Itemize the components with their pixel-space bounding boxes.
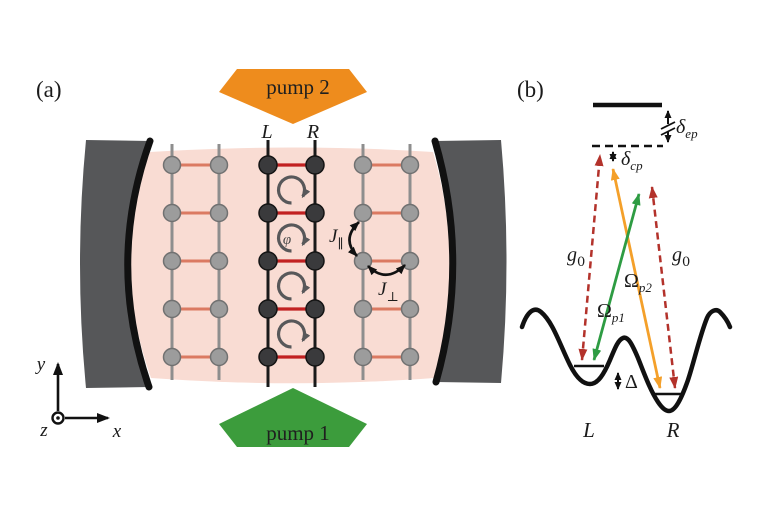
leg-label-right: R (306, 121, 319, 143)
j-parallel-label: J∥ (329, 226, 343, 252)
axis-label-x: x (112, 421, 122, 442)
break-slash-icon (660, 127, 676, 136)
omega-p1-arrow (592, 193, 641, 361)
rotation-arrow-icon (276, 175, 311, 205)
lattice-sites (258, 155, 325, 367)
rotation-arrow-icon (276, 271, 311, 301)
pump1: pump 1 (219, 388, 367, 447)
rotation-arrow-icon (276, 319, 311, 349)
right-mirror-coating (431, 137, 457, 386)
lattice-sites (162, 155, 229, 367)
rotation-arrow-icon (276, 223, 311, 253)
lattice-ladder-center (258, 140, 325, 387)
pump1-arrow-icon (219, 388, 367, 447)
leg-label-left: L (260, 121, 272, 143)
g0-right-label: g0 (672, 244, 690, 270)
cavity-mode-region (130, 147, 450, 384)
break-slash-icon (660, 121, 676, 130)
pump2: pump 2 (219, 69, 367, 124)
lattice-ladder-left (162, 144, 229, 380)
well-label-left: L (582, 418, 595, 442)
pump2-label: pump 2 (266, 75, 330, 99)
j-perp-label: J⊥ (378, 279, 399, 305)
panel-b-label: (b) (517, 77, 544, 102)
delta-ep-arrow (660, 110, 676, 143)
left-mirror (80, 137, 154, 391)
omega-p2-label: Ωp2 (624, 270, 652, 295)
flux-rotation-arrows (276, 175, 311, 349)
delta-label: Δ (625, 371, 638, 393)
pump2-arrow-icon (219, 69, 367, 124)
panel-b: (b) δep δcp g0 g0 Ωp1 Ωp2 Δ (517, 77, 733, 442)
j-parallel-arrow-icon (347, 221, 360, 257)
left-mirror-coating (124, 137, 154, 391)
coordinate-axes: y x z (35, 354, 122, 442)
right-mirror (431, 137, 507, 386)
panel-a: φ J∥ J⊥ pump 2 pump 1 L R (35, 69, 507, 447)
phase-label: φ (283, 232, 291, 248)
well-label-right: R (666, 418, 680, 442)
pump1-label: pump 1 (266, 421, 330, 445)
j-perp-arrow-icon (367, 264, 406, 277)
lattice-ladder-right (353, 144, 420, 380)
omega-p1-label: Ωp1 (597, 300, 625, 325)
panel-a-label: (a) (36, 77, 62, 102)
z-axis-dot-icon (56, 416, 60, 420)
axis-label-y: y (35, 354, 46, 375)
right-mirror-body (435, 140, 507, 383)
lattice-sites (353, 155, 420, 367)
axis-label-z: z (39, 420, 48, 441)
g0-left-label: g0 (567, 244, 585, 270)
delta-ep-label: δep (676, 116, 698, 141)
